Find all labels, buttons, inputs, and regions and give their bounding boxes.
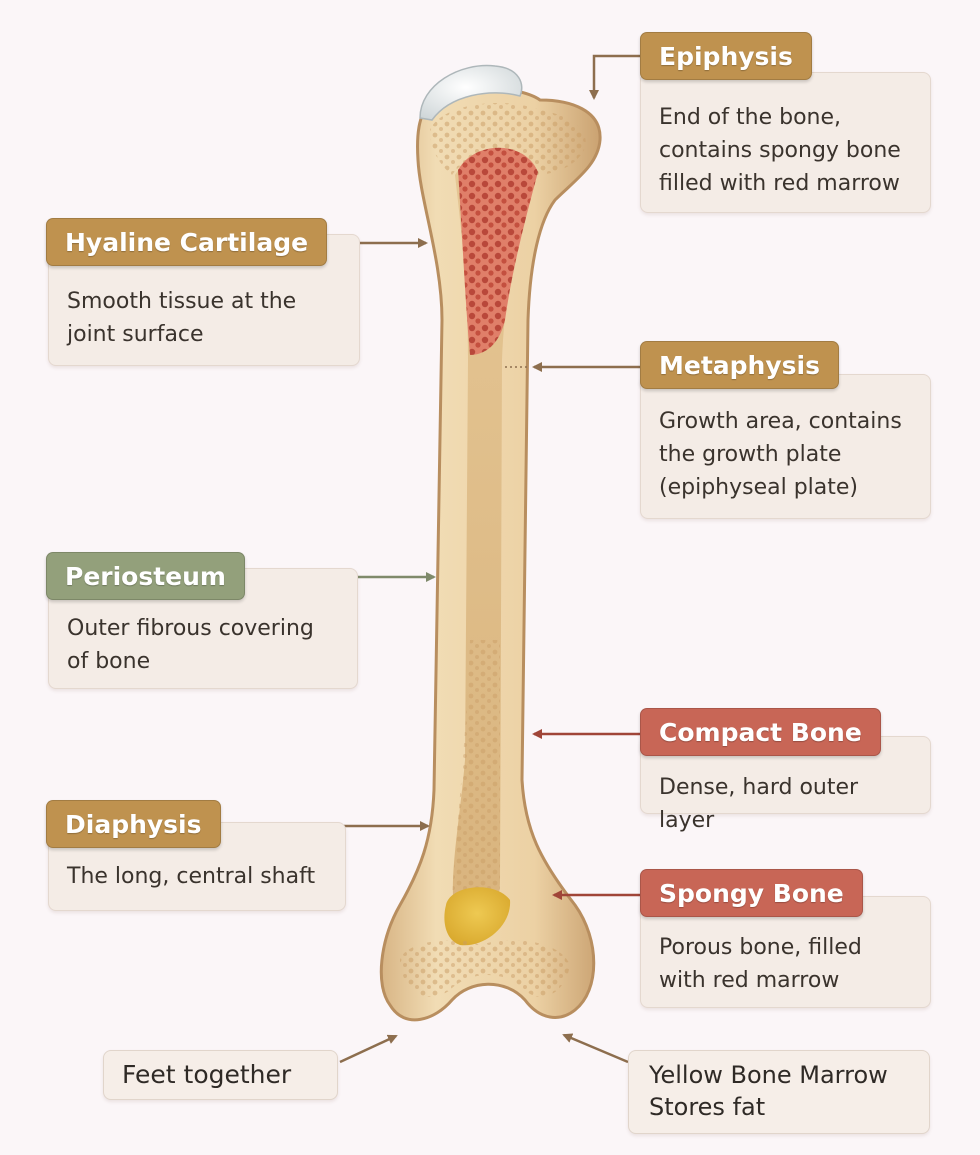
epiphysis-desc-line: contains spongy bone (659, 138, 901, 163)
metaphysis-desc-line: Growth area, contains (659, 409, 902, 434)
yellow-marrow-card: Yellow Bone Marrow Stores fat (628, 1050, 930, 1134)
hyaline-cartilage-label: Hyaline Cartilage (46, 218, 328, 266)
compact-desc-line: Dense, hard outer layer (659, 775, 859, 833)
epiphysis-label: Epiphysis (640, 32, 812, 80)
upper-spongy-region (430, 102, 586, 175)
feet-together-card: Feet together (103, 1050, 338, 1100)
feet-together-text: Feet together (122, 1060, 292, 1089)
periosteum-label: Periosteum (46, 552, 245, 600)
compact-bone-label: Compact Bone (640, 708, 881, 756)
metaphysis-desc-line: the growth plate (659, 442, 842, 467)
epiphysis-desc-line: End of the bone, (659, 105, 841, 130)
yellow-marrow-arrow (562, 1033, 629, 1064)
epiphysis-desc-line: filled with red marrow (659, 171, 900, 196)
cartilage-cap (419, 64, 523, 121)
metaphysis-card: Growth area, contains the growth plate (… (640, 374, 931, 519)
yellow-marrow-region (444, 887, 511, 946)
feet-arrow (339, 1034, 398, 1064)
metaphysis-desc-line: (epiphyseal plate) (659, 475, 859, 500)
spongy-bone-label: Spongy Bone (640, 869, 863, 917)
epiphysis-arrow (589, 54, 640, 100)
red-marrow-region (458, 147, 538, 355)
periosteum-desc-line: of bone (67, 649, 151, 674)
spongy-desc-line: Porous bone, filled (659, 935, 862, 960)
diaphysis-label: Diaphysis (46, 800, 221, 848)
periosteum-desc-line: Outer fibrous covering (67, 616, 314, 641)
hyaline-desc-line: Smooth tissue at the (67, 289, 297, 314)
lower-spongy-region (400, 940, 570, 997)
metaphysis-label: Metaphysis (640, 341, 839, 389)
epiphysis-card: End of the bone, contains spongy bone fi… (640, 72, 931, 213)
hyaline-desc-line: joint surface (67, 322, 204, 347)
diaphysis-desc-line: The long, central shaft (67, 864, 316, 889)
spongy-desc-line: with red marrow (659, 968, 840, 993)
shaft-spongy-texture (452, 640, 500, 912)
yellow-marrow-desc: Stores fat (649, 1093, 766, 1121)
yellow-marrow-title: Yellow Bone Marrow (649, 1061, 888, 1089)
